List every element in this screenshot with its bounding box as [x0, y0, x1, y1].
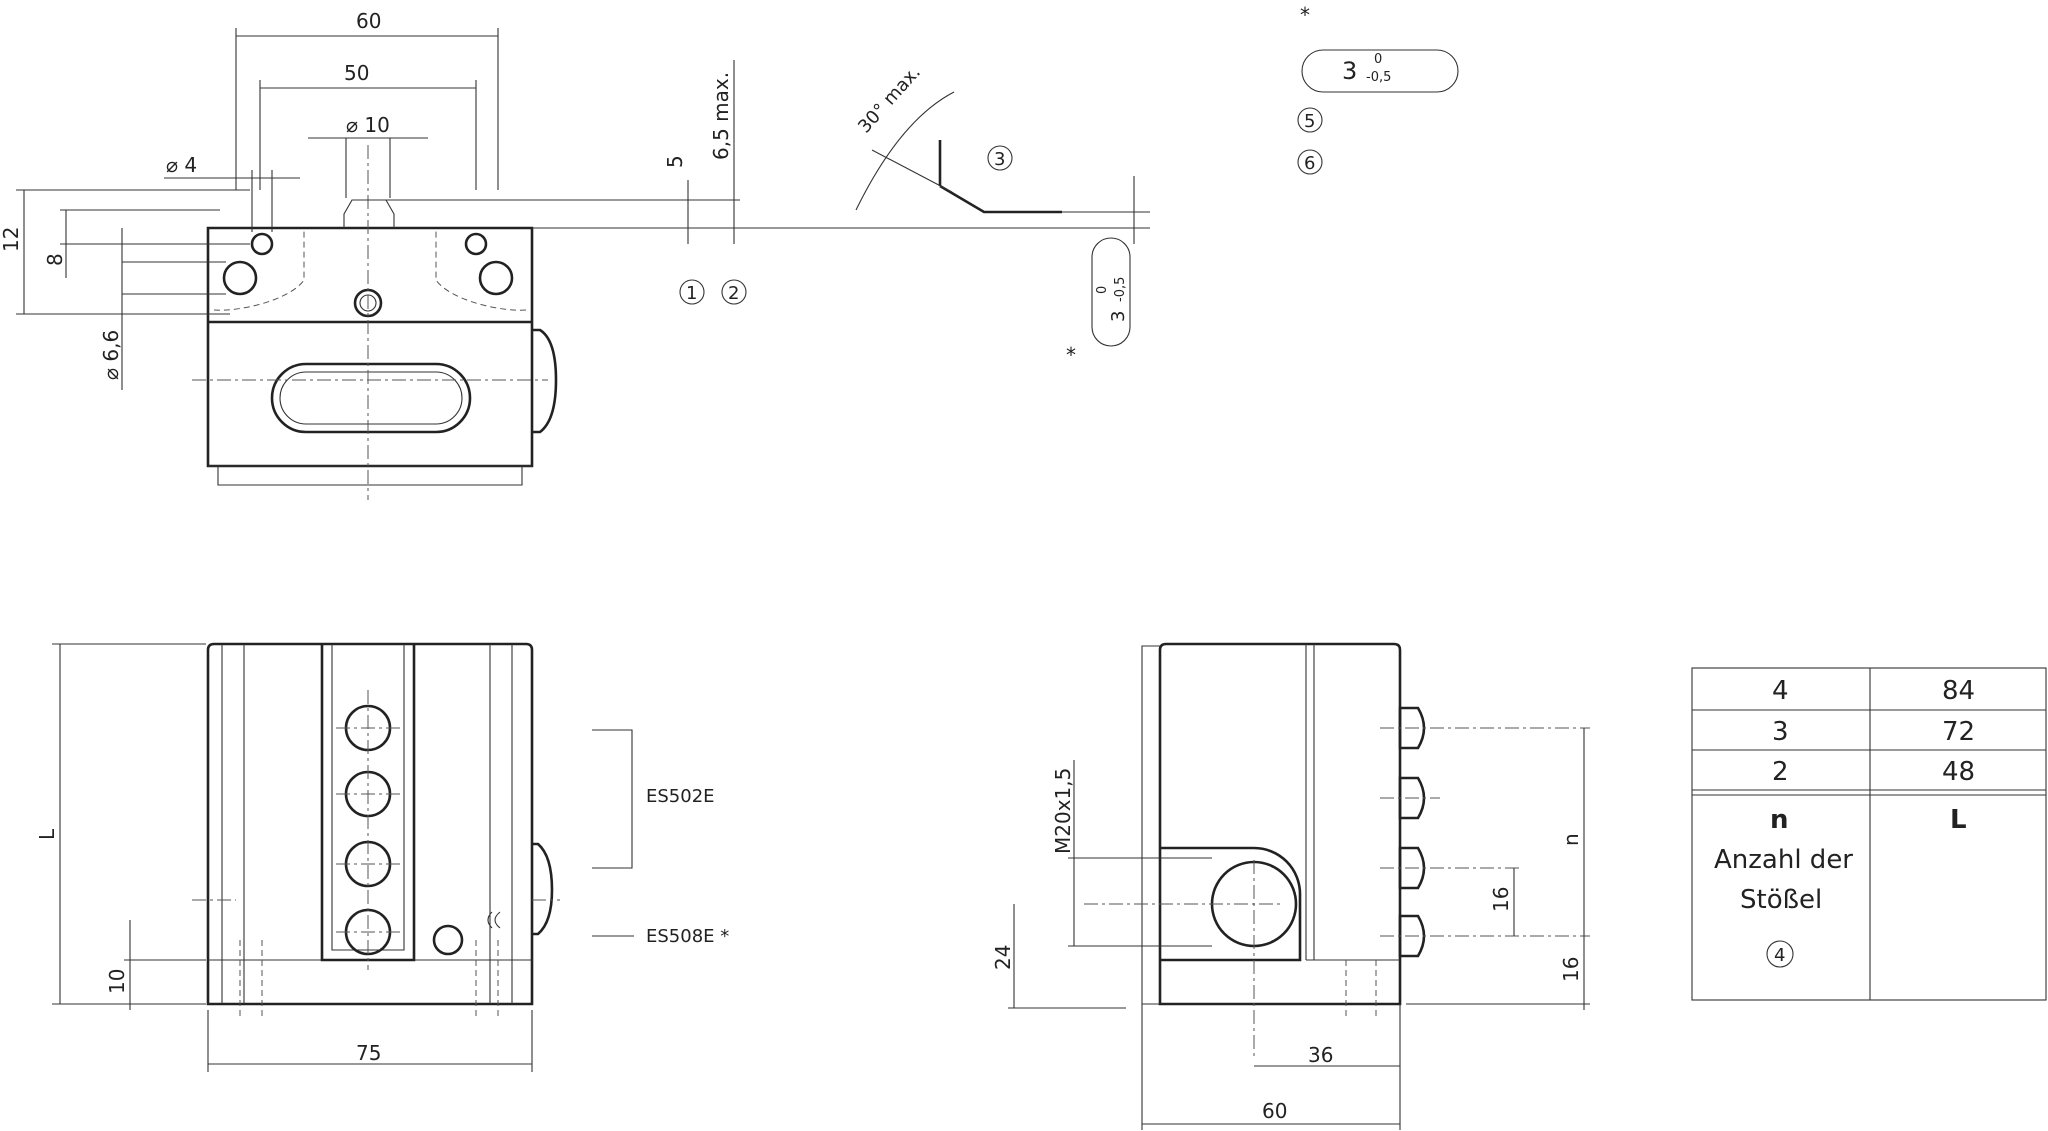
dim-m20x1-5: M20x1,5 — [1051, 768, 1075, 854]
dim-75: 75 — [356, 1041, 381, 1065]
dim-dia-10: ⌀ 10 — [346, 113, 390, 137]
dim-36: 36 — [1308, 1043, 1333, 1067]
callout-5: 5 — [1304, 111, 1315, 132]
table-desc-line1: Anzahl der — [1714, 845, 1853, 875]
callout-3: 3 — [994, 149, 1005, 170]
side-view: M20x1,5 24 36 60 n 16 16 — [991, 642, 1590, 1130]
table-row-2-n: 3 — [1772, 717, 1789, 747]
dim-12: 12 — [0, 227, 23, 252]
callout-4: 4 — [1774, 945, 1785, 966]
dim-60-top: 60 — [356, 9, 381, 33]
table-row-1-n: 4 — [1772, 676, 1789, 706]
dim-5: 5 — [663, 155, 687, 168]
asterisk-top: * — [1300, 3, 1310, 27]
front-view: L 10 75 ES502E ES508E * — [35, 642, 729, 1072]
stoessel-table: 4 84 3 72 2 48 n L Anzahl der Stößel 4 — [1691, 667, 2047, 1001]
top-view: 60 50 ⌀ 10 ⌀ 4 12 8 ⌀ 6,6 5 6,5 max. — [0, 9, 1150, 500]
table-row-3-n: 2 — [1772, 757, 1789, 787]
asterisk-left: * — [1066, 343, 1076, 367]
callout-2: 2 — [728, 283, 739, 304]
callout-1: 1 — [686, 283, 697, 304]
table-row-2-L: 72 — [1942, 717, 1975, 747]
tol-upper: 0 — [1374, 52, 1382, 67]
dim-dia-6-6: ⌀ 6,6 — [99, 330, 123, 380]
tolerance-legend: * 3 0 -0,5 5 6 — [1297, 3, 1459, 175]
table-row-1-L: 84 — [1942, 676, 1975, 706]
dim-60-bottom: 60 — [1262, 1099, 1287, 1123]
angle-30-max: 30° max. — [854, 62, 925, 137]
tol-v-lower: -0,5 — [1113, 277, 1128, 302]
tol-lower: -0,5 — [1366, 70, 1391, 85]
table-row-3-L: 48 — [1942, 757, 1975, 787]
tol-v-value: 3 — [1108, 311, 1129, 322]
callout-6: 6 — [1304, 153, 1315, 174]
dim-24: 24 — [991, 945, 1015, 970]
dim-n: n — [1559, 833, 1583, 846]
dim-6-5-max: 6,5 max. — [709, 72, 733, 160]
table-header-L: L — [1950, 805, 1967, 835]
tol-v-upper: 0 — [1095, 286, 1110, 294]
dim-16-lower: 16 — [1559, 957, 1583, 982]
dim-dia-4: ⌀ 4 — [166, 153, 197, 177]
label-es502e: ES502E — [646, 786, 715, 807]
dim-10: 10 — [105, 969, 129, 994]
tol-value: 3 — [1342, 57, 1357, 85]
dim-50: 50 — [344, 61, 369, 85]
dim-L: L — [35, 828, 59, 840]
table-header-n: n — [1770, 805, 1789, 835]
dim-16-upper: 16 — [1489, 887, 1513, 912]
label-es508e: ES508E * — [646, 926, 729, 947]
table-desc-line2: Stößel — [1740, 885, 1822, 915]
dim-8: 8 — [43, 253, 67, 266]
